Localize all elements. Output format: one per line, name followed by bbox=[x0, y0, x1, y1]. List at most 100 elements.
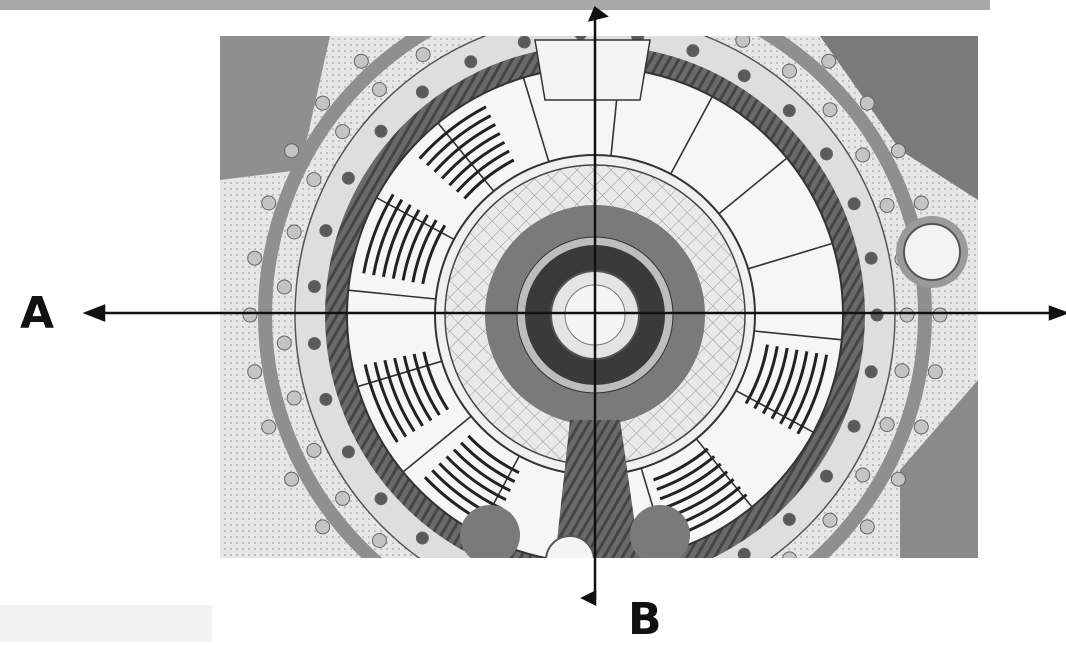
seat-row bbox=[363, 364, 399, 443]
tree bbox=[782, 551, 797, 558]
tree bbox=[464, 55, 478, 69]
seat-row bbox=[460, 441, 516, 483]
seat-row bbox=[440, 132, 501, 180]
arrow-head-down-icon bbox=[580, 589, 597, 607]
tree bbox=[465, 21, 479, 35]
arrow-head-right-icon bbox=[1048, 305, 1066, 321]
tree bbox=[913, 195, 929, 211]
tree bbox=[415, 531, 429, 545]
seat-row bbox=[412, 353, 441, 416]
seat-row bbox=[452, 448, 511, 493]
tree bbox=[319, 224, 333, 238]
seat-row bbox=[744, 344, 769, 405]
tree bbox=[261, 195, 277, 211]
seat-row bbox=[372, 198, 404, 276]
tree bbox=[820, 469, 833, 483]
tree bbox=[286, 390, 302, 406]
tree bbox=[737, 547, 751, 558]
partition-wall bbox=[669, 96, 714, 175]
tree bbox=[777, 597, 791, 611]
tree bbox=[574, 0, 588, 10]
seat-row bbox=[656, 455, 716, 491]
seat-row bbox=[770, 349, 799, 420]
tree bbox=[847, 419, 861, 433]
seat-row bbox=[425, 114, 492, 167]
seat-row bbox=[463, 158, 515, 200]
tree bbox=[284, 143, 300, 159]
section-axes bbox=[82, 6, 1066, 607]
tree bbox=[518, 582, 530, 594]
tree bbox=[777, 19, 791, 33]
tree bbox=[686, 44, 700, 58]
seat-row bbox=[445, 455, 507, 502]
tree bbox=[687, 573, 699, 585]
tree bbox=[899, 307, 915, 323]
seat-row bbox=[753, 346, 779, 410]
tree bbox=[416, 568, 430, 582]
tree bbox=[855, 147, 871, 163]
tree bbox=[306, 172, 322, 188]
tree bbox=[465, 595, 479, 609]
tree bbox=[517, 36, 531, 49]
seat-row bbox=[433, 123, 496, 173]
tree bbox=[782, 104, 796, 118]
tree bbox=[822, 102, 838, 118]
tree bbox=[864, 365, 878, 379]
tree bbox=[782, 512, 796, 526]
seat-row bbox=[383, 359, 416, 433]
tree bbox=[242, 307, 258, 323]
tree bbox=[519, 612, 533, 626]
seat-row bbox=[787, 352, 819, 430]
tree bbox=[371, 533, 387, 548]
tree bbox=[284, 471, 300, 487]
site-plan bbox=[220, 0, 978, 638]
tree bbox=[399, 19, 413, 33]
seat-row bbox=[391, 209, 421, 279]
tree bbox=[879, 197, 895, 213]
arrow-head-left-icon bbox=[82, 304, 106, 322]
tree bbox=[727, 624, 741, 638]
tree bbox=[574, 36, 587, 40]
seat-row bbox=[393, 357, 424, 427]
seat-row bbox=[761, 347, 789, 415]
landscape-trees bbox=[242, 0, 948, 638]
tree bbox=[449, 624, 463, 638]
tree bbox=[782, 63, 797, 79]
tree bbox=[286, 224, 302, 240]
seat-row bbox=[411, 219, 438, 283]
tree bbox=[341, 171, 355, 185]
tree bbox=[822, 562, 836, 576]
partition-wall bbox=[747, 242, 833, 270]
seat-row bbox=[373, 361, 408, 438]
seat-row bbox=[796, 354, 829, 435]
seat-row bbox=[467, 434, 520, 474]
partition-wall bbox=[402, 415, 472, 473]
section-marker-b: B bbox=[628, 594, 662, 645]
tree bbox=[276, 279, 292, 295]
tree bbox=[894, 363, 910, 379]
tree bbox=[859, 519, 875, 535]
tree bbox=[399, 597, 413, 611]
tree bbox=[306, 442, 322, 458]
tree bbox=[371, 82, 387, 97]
tree bbox=[354, 562, 368, 576]
seat-row bbox=[659, 462, 722, 501]
tree bbox=[261, 419, 277, 435]
tree bbox=[855, 467, 871, 483]
tree bbox=[737, 69, 751, 83]
seat-row bbox=[448, 140, 506, 187]
tree bbox=[821, 53, 837, 69]
tree bbox=[847, 197, 861, 211]
tree bbox=[864, 251, 878, 265]
seat-row bbox=[779, 351, 809, 425]
top-frame-bar bbox=[0, 0, 990, 10]
tree bbox=[870, 308, 884, 322]
tree bbox=[890, 471, 906, 487]
seat-row bbox=[362, 193, 395, 274]
tree bbox=[574, 620, 588, 634]
tree bbox=[822, 512, 838, 528]
tree bbox=[415, 47, 431, 63]
tree bbox=[449, 0, 463, 6]
section-marker-a: A bbox=[20, 288, 55, 339]
tree bbox=[859, 95, 875, 111]
